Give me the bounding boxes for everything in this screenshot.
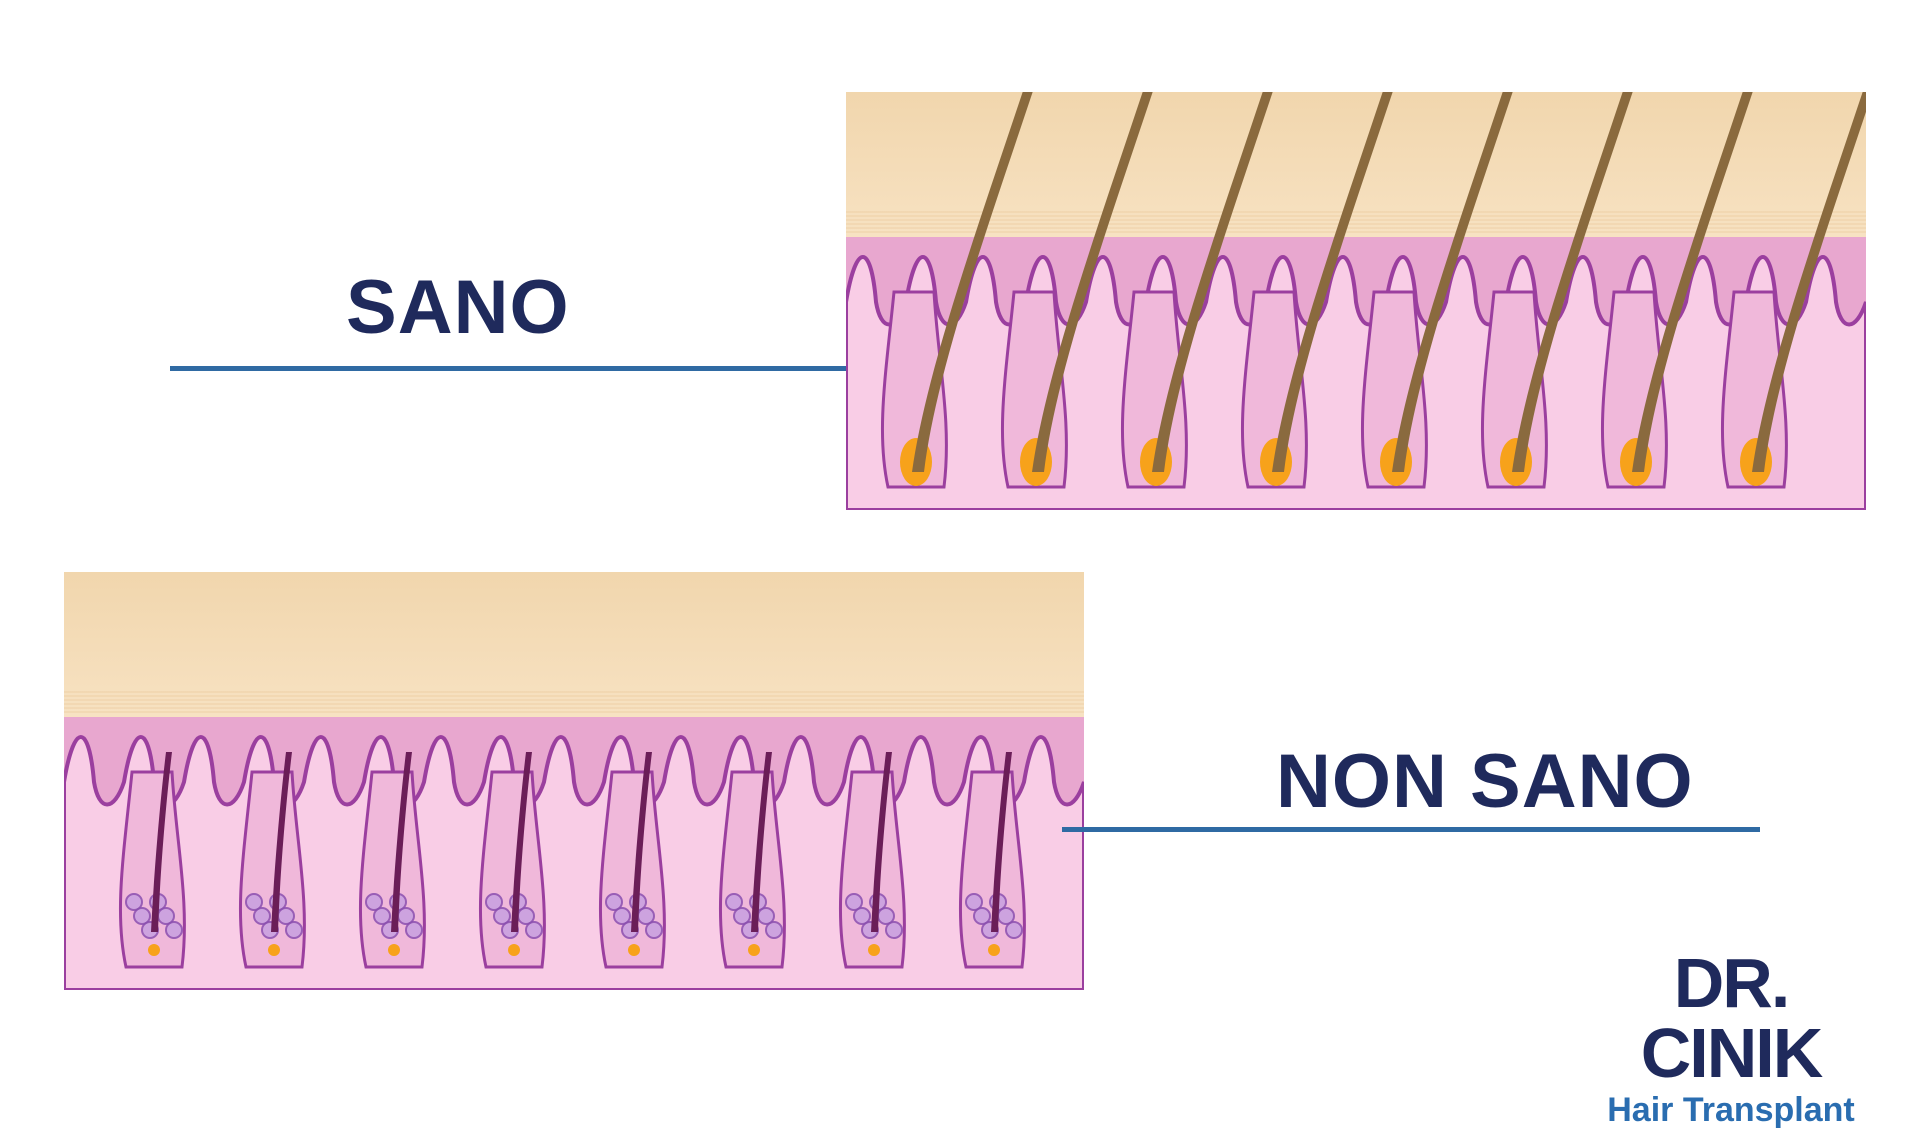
inflammation-cell [253, 907, 271, 925]
inflammation-cell [765, 921, 783, 939]
unhealthy-label: NON SANO [1276, 739, 1694, 824]
hair-shaft [912, 92, 1033, 472]
logo-brand: DR. CINIK [1640, 944, 1824, 1092]
inflammation-cell [845, 893, 863, 911]
inflammation-cell [405, 921, 423, 939]
miniaturized-hair [991, 752, 1012, 932]
hair-bulb-shrunken [868, 944, 880, 956]
inflammation-cell [485, 893, 503, 911]
miniaturized-hair [631, 752, 652, 932]
inflammation-cell [373, 907, 391, 925]
hair-bulb-shrunken [988, 944, 1000, 956]
inflammation-cell [725, 893, 743, 911]
inflammation-cell [965, 893, 983, 911]
hair-follicle [1000, 290, 1068, 489]
inflammation-cell [885, 921, 903, 939]
hair-shaft [1152, 92, 1273, 472]
hair-shaft [1032, 92, 1153, 472]
healthy-scalp-illustration [846, 92, 1866, 510]
hair-follicle [1240, 290, 1308, 489]
miniaturized-hair [391, 752, 412, 932]
hair-shaft [1752, 92, 1866, 472]
dermal-papillae-line [64, 735, 1084, 990]
hair-follicle [1600, 290, 1668, 489]
hair-follicle [1360, 290, 1428, 489]
inflammation-cell [645, 921, 663, 939]
healthy-pointer-line [170, 366, 868, 371]
hair-shaft [1392, 92, 1513, 472]
inflammation-cell [525, 921, 543, 939]
hair-bulb-shrunken [268, 944, 280, 956]
inflammation-cell [1005, 921, 1023, 939]
inflammation-cell [365, 893, 383, 911]
logo-subtitle: Hair Transplant [1607, 1091, 1855, 1129]
hair-bulb-shrunken [388, 944, 400, 956]
hair-shaft [1512, 92, 1633, 472]
hair-follicle [1720, 290, 1788, 489]
inflammation-cell [245, 893, 263, 911]
miniaturized-hair [151, 752, 172, 932]
inflammation-cell [133, 907, 151, 925]
healthy-label: SANO [346, 265, 570, 350]
dr-cinik-logo: DR. CINIK Hair Transplant [1576, 948, 1886, 1129]
hair-shaft [1272, 92, 1393, 472]
epidermis-layer [64, 572, 1084, 717]
inflammation-cell [853, 907, 871, 925]
hair-follicle [1120, 290, 1188, 489]
unhealthy-scalp-illustration [64, 572, 1084, 990]
inflammation-cell [493, 907, 511, 925]
inflammation-cell [125, 893, 143, 911]
miniaturized-hair [271, 752, 292, 932]
unhealthy-scalp-svg [64, 572, 1084, 990]
unhealthy-pointer-line [1062, 827, 1760, 832]
hair-follicle [1480, 290, 1548, 489]
miniaturized-hair [511, 752, 532, 932]
hair-follicle [880, 290, 948, 489]
miniaturized-hair [751, 752, 772, 932]
hair-bulb-shrunken [508, 944, 520, 956]
miniaturized-hair [871, 752, 892, 932]
inflammation-cell [165, 921, 183, 939]
hair-bulb-shrunken [628, 944, 640, 956]
inflammation-cell [733, 907, 751, 925]
hair-bulb-shrunken [748, 944, 760, 956]
healthy-scalp-svg [846, 92, 1866, 510]
inflammation-cell [605, 893, 623, 911]
inflammation-cell [285, 921, 303, 939]
hair-bulb-shrunken [148, 944, 160, 956]
hair-shaft [1632, 92, 1753, 472]
inflammation-cell [973, 907, 991, 925]
inflammation-cell [613, 907, 631, 925]
